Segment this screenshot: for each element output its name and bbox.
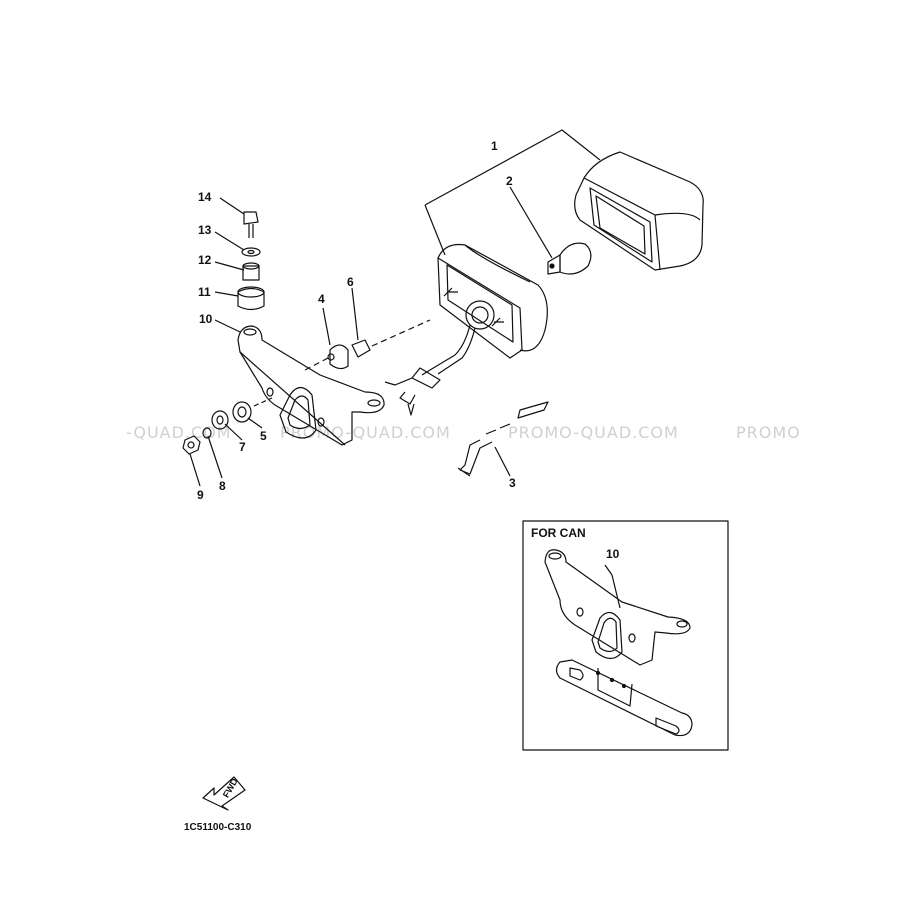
inset-callout-10: 10 — [606, 547, 620, 561]
callout-1: 1 — [491, 139, 498, 153]
inset-title: FOR CAN — [531, 526, 586, 540]
grommet-11 — [237, 287, 265, 311]
wire-clamp — [457, 401, 549, 477]
part-code: 1C51100-C310 — [184, 822, 252, 833]
callout-4: 4 — [318, 292, 325, 306]
spring-washer-8 — [202, 427, 212, 439]
grommet-4 — [329, 344, 349, 370]
leader-2 — [509, 186, 553, 259]
grommet-5 — [232, 401, 252, 423]
callout-8: 8 — [219, 479, 226, 493]
fwd-arrow-icon — [202, 776, 246, 811]
watermark: PROMO — [736, 423, 801, 442]
callout-6: 6 — [347, 275, 354, 289]
collar-12 — [242, 265, 260, 281]
callout-11: 11 — [198, 285, 211, 299]
inset-frame — [522, 520, 729, 751]
washer-13 — [241, 247, 261, 257]
collar — [351, 339, 371, 358]
callout-14: 14 — [198, 190, 212, 204]
watermark: PROMO-QUAD.COM — [508, 423, 679, 442]
leader-1 — [424, 129, 601, 206]
callout-13: 13 — [198, 223, 212, 237]
callout-5: 5 — [260, 429, 267, 443]
watermark: PROMO-QUAD.COM — [280, 423, 451, 442]
washer-7 — [211, 410, 229, 430]
callout-7: 7 — [239, 440, 246, 454]
callout-12: 12 — [198, 253, 212, 267]
lamp-housing — [384, 243, 548, 416]
nut-9 — [182, 435, 201, 455]
bracket-10 — [237, 325, 385, 446]
leader-1b — [424, 204, 446, 256]
callout-3: 3 — [509, 476, 516, 490]
bulb — [547, 242, 592, 275]
lens — [574, 151, 704, 271]
callout-2: 2 — [506, 174, 513, 188]
inset-bracket-10 — [544, 549, 693, 737]
bolt-14 — [243, 211, 259, 238]
callout-10: 10 — [199, 312, 213, 326]
callout-9: 9 — [197, 488, 204, 502]
